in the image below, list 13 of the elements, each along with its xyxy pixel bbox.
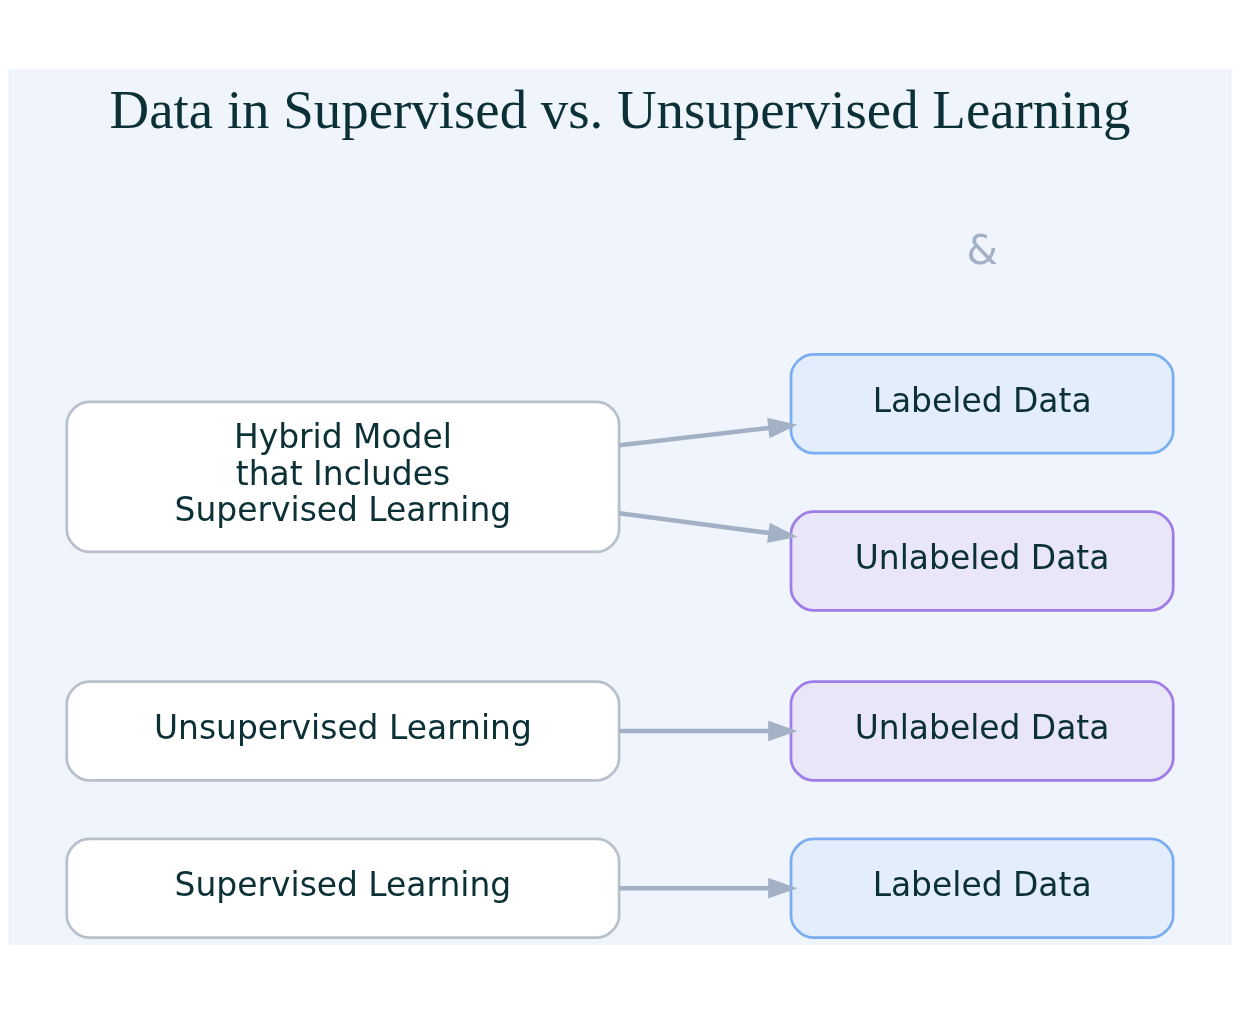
- node-box: Unlabeled Data: [789, 680, 1175, 782]
- node-box: Labeled Data: [789, 837, 1175, 940]
- label: &: [966, 226, 998, 273]
- diagram-title: Data in Supervised vs. Unsupervised Learning: [109, 78, 1131, 140]
- node-box: Supervised Learning: [65, 837, 621, 940]
- arrow: [619, 878, 798, 899]
- node-box: Hybrid Model that Includes Supervised Learning: [65, 400, 621, 554]
- node-box: Unlabeled Data: [789, 510, 1175, 612]
- arrow: [619, 510, 798, 544]
- node-box: Labeled Data: [789, 352, 1175, 455]
- node-box: Unsupervised Learning: [65, 680, 621, 782]
- arrow: [619, 720, 798, 742]
- arrow: [619, 417, 798, 448]
